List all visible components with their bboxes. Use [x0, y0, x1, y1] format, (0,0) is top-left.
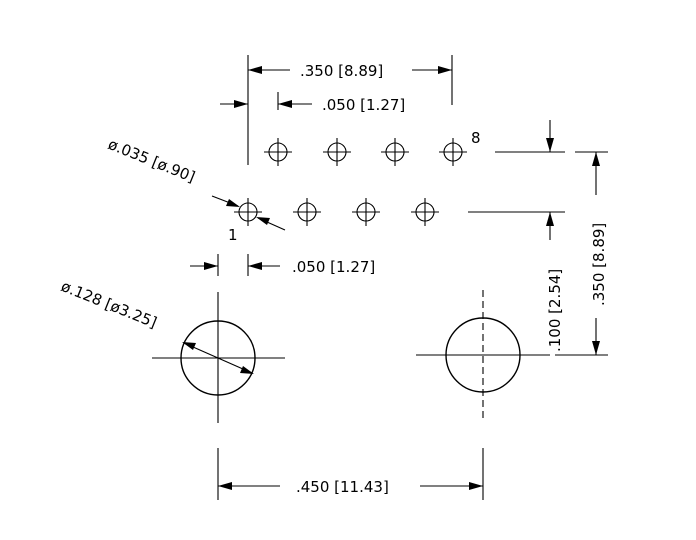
pad [351, 197, 381, 227]
bottom-pitch-label: .050 [1.27] [292, 258, 375, 276]
pad [322, 137, 352, 167]
bottom-pad-row: 1 [228, 197, 440, 244]
small-hole-diameter-label: ø.035 [ø.90] [106, 135, 198, 186]
top-pad-row: 8 [263, 129, 481, 167]
pin-1-label: 1 [228, 226, 238, 244]
top-pitch-label: .050 [1.27] [322, 96, 405, 114]
pad [292, 197, 322, 227]
top-width-label: .350 [8.89] [300, 62, 383, 80]
small-hole-diameter-callout: ø.035 [ø.90] [106, 135, 286, 231]
mount-spacing-dimension: .450 [11.43] [217, 448, 484, 500]
overall-height-dimension: .350 [8.89] [555, 151, 608, 356]
pad [410, 197, 440, 227]
top-width-dimension: .350 [8.89] [247, 55, 453, 165]
pad [263, 137, 293, 167]
row-offset-dimension: .100 [2.54] [468, 120, 565, 352]
mount-spacing-label: .450 [11.43] [296, 478, 389, 496]
left-mounting-hole [152, 292, 285, 423]
pin-8-label: 8 [471, 129, 481, 147]
mount-hole-diameter-label: ø.128 [ø3.25] [59, 277, 160, 332]
pad [233, 197, 263, 227]
right-mounting-hole [416, 290, 550, 420]
row-offset-label: .100 [2.54] [546, 269, 564, 352]
overall-height-label: .350 [8.89] [590, 223, 608, 306]
pad [438, 137, 468, 167]
bottom-pitch-dimension: .050 [1.27] [190, 254, 375, 276]
pad [380, 137, 410, 167]
top-pitch-dimension: .050 [1.27] [220, 92, 405, 114]
